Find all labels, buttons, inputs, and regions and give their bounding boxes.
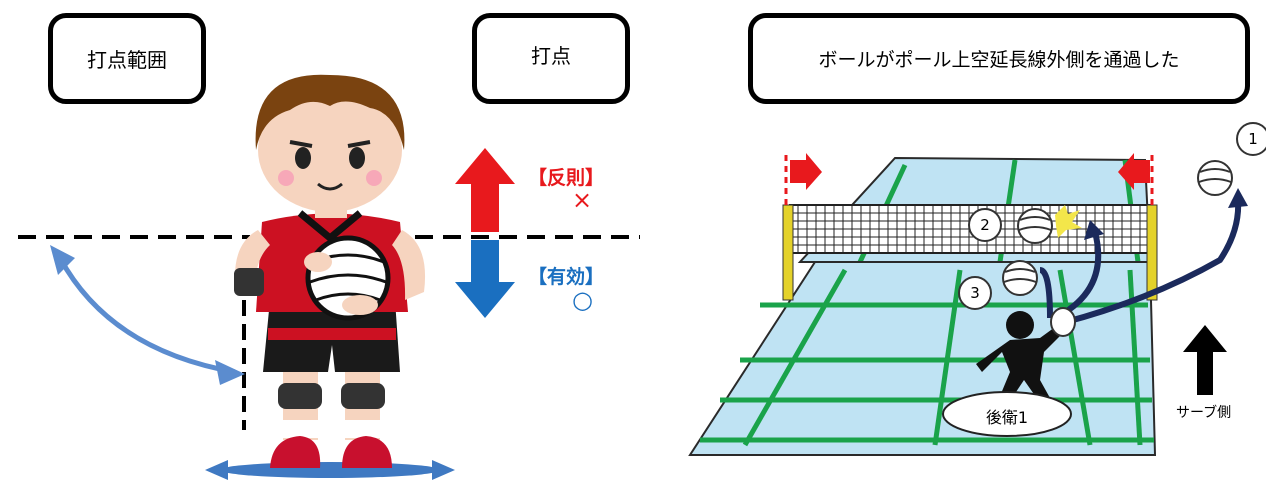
hit-range-label: 打点範囲 (87, 48, 167, 72)
foul-mark: × (572, 186, 593, 214)
serve-direction-arrow (1183, 325, 1227, 395)
hit-point-box: 打点 (472, 13, 630, 104)
ball-number-3: 3 (958, 276, 992, 310)
player-silhouette (976, 307, 1076, 400)
player-oval (942, 391, 1072, 437)
range-arrow-head-bottom (215, 360, 245, 385)
ball-position-1 (1197, 160, 1233, 196)
foul-up-arrow (455, 148, 515, 232)
range-arc (57, 256, 236, 375)
valid-label: 【有効】 (528, 266, 605, 288)
left-red-arrow (790, 153, 822, 190)
player-label: 後衛1 (985, 408, 1029, 427)
trajectory-1 (1061, 199, 1242, 326)
player-character (234, 74, 426, 468)
foul-label: 【反則】 (528, 167, 605, 189)
valid-mark: ○ (572, 286, 593, 314)
trajectory-3 (1039, 267, 1053, 319)
valid-down-arrow (455, 240, 515, 318)
scenario-title-box: ボールがポール上空延長線外側を通過した (748, 13, 1250, 104)
ball-position-2 (1017, 208, 1053, 244)
scenario-title: ボールがポール上空延長線外側を通過した (818, 49, 1180, 71)
ball-number-2: 2 (968, 208, 1002, 242)
ball-position-3 (1002, 260, 1038, 296)
hit-point-label: 打点 (531, 44, 571, 68)
floor-arrow-right (432, 460, 455, 480)
ball-number-1: 1 (1236, 122, 1266, 156)
hit-range-box: 打点範囲 (48, 13, 206, 104)
floor-arrow-left (205, 460, 228, 480)
range-arrow-head-top (50, 245, 75, 275)
right-red-arrow (1118, 153, 1150, 190)
serve-side-label: サーブ側 (1176, 405, 1232, 421)
impact-flash (1055, 205, 1082, 238)
